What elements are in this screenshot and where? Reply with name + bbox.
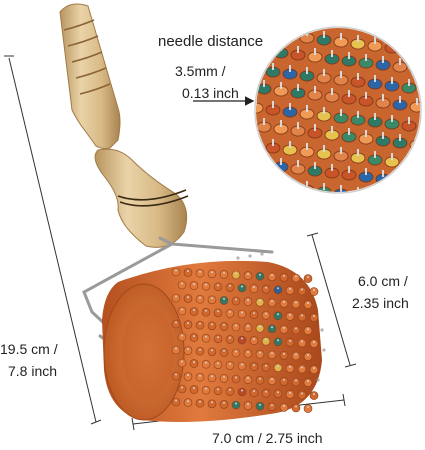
- length-dimension-line: [8, 57, 97, 423]
- length-imperial-label: 7.8 inch: [8, 363, 58, 379]
- needle-distance-imperial: 0.13 inch: [182, 85, 239, 101]
- diameter-imperial-label: 2.35 inch: [352, 295, 409, 311]
- callout-title: needle distance: [158, 33, 264, 50]
- diameter-metric-label: 6.0 cm /: [358, 273, 408, 289]
- wooden-handle: [59, 3, 189, 248]
- needle-roller: [102, 252, 326, 422]
- needle-detail-zoom: [254, 26, 422, 194]
- diameter-dimension-line: [311, 234, 351, 366]
- width-label: 7.0 cm / 2.75 inch: [212, 430, 323, 446]
- needle-grid: [171, 267, 319, 413]
- length-metric-label: 19.5 cm /: [0, 341, 58, 357]
- needle-distance-metric: 3.5mm /: [175, 63, 226, 79]
